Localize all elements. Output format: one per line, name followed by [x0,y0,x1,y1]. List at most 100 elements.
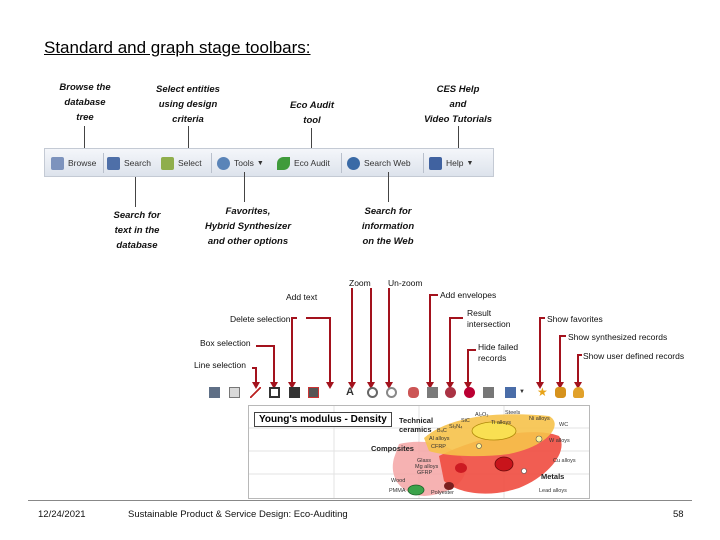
hide-failed-icon[interactable] [483,387,494,398]
arrow-result-intersection [449,317,463,384]
callout-eco-line2: tool [303,115,321,126]
pointer-eco [311,128,312,148]
callout-eco-audit: Eco Audit tool [280,98,344,128]
search-web-label: Search Web [364,158,411,168]
label-al2o3: Al₂O₃ [475,412,489,418]
label-show-favorites: Show favorites [547,314,603,324]
eco-audit-label: Eco Audit [294,158,330,168]
label-glass: Glass [417,458,432,464]
select-icon [161,156,174,170]
callout-browse: Browse the database tree [50,80,120,125]
select-button[interactable]: Select [161,153,202,173]
label-icon[interactable] [427,387,438,398]
arrow-hide-failed [467,349,476,384]
property-chart[interactable]: Young's modulus - Density Technical cera… [248,405,590,499]
callout-web-line2: information [361,221,415,232]
tools-button[interactable]: Tools ▼ [217,153,264,173]
unzoom-icon[interactable] [386,387,397,398]
callout-tools-line2: Hybrid Synthesizer [204,221,292,232]
footer-date: 12/24/2021 [38,509,86,520]
search-label: Search [124,158,151,168]
callout-select-line2: using design [158,99,218,110]
label-hide-line1: Hide failed [478,342,519,352]
callout-select: Select entities using design criteria [148,82,228,127]
search-web-button[interactable]: Search Web [347,153,411,173]
star-icon[interactable]: ★ [537,385,548,399]
eco-audit-button[interactable]: Eco Audit [277,153,330,173]
pointer-icon[interactable] [229,387,240,398]
line-selection-icon[interactable] [250,387,261,398]
callout-browse-line1: Browse the [59,82,111,93]
label-technical-line1: Technical [399,416,434,425]
synthesizer-icon[interactable] [555,387,566,398]
graph-settings-icon[interactable] [209,387,220,398]
label-show-user-defined: Show user defined records [583,351,685,361]
help-button[interactable]: Help ▼ [429,153,473,173]
chart-options-icon[interactable] [505,387,516,398]
callout-select-line1: Select entities [156,84,220,95]
label-unzoom: Un-zoom [388,278,423,288]
label-ti-alloys: Ti alloys [491,420,511,426]
footer-page-number: 58 [673,509,684,520]
arrow-line-selection [252,367,257,384]
label-box-selection: Box selection [200,338,251,348]
chevron-down-icon[interactable]: ▼ [519,389,525,395]
browse-icon [51,156,64,170]
callout-browse-line3: tree [76,112,94,123]
graph-stage-toolbar: A ▼ ★ [205,383,590,403]
label-show-synthesized: Show synthesized records [568,332,668,342]
zoom-icon[interactable] [367,387,378,398]
label-result-intersection: Result intersection [467,308,510,330]
label-wc: WC [559,422,569,428]
delete-selection-alt-icon[interactable] [308,387,319,398]
browse-button[interactable]: Browse [51,153,96,173]
result-intersection-icon[interactable] [464,387,475,398]
add-text-icon[interactable]: A [346,386,354,398]
callout-search-line2: text in the [114,225,160,236]
label-cfrp: CFRP [431,444,446,450]
callout-web-line1: Search for [364,206,412,217]
gear-icon [217,156,230,170]
chart-svg [249,406,589,498]
marker-point [535,435,543,443]
arrow-delete-selection [291,317,297,384]
callout-eco-line1: Eco Audit [290,100,334,111]
footer-divider [28,500,692,501]
marker-point [476,443,482,449]
search-icon [107,156,120,170]
arrow-show-user [577,354,582,384]
footer-title: Sustainable Product & Service Design: Ec… [128,509,348,520]
callout-search-line1: Search for [113,210,161,221]
callout-search-line3: database [116,240,158,251]
arrow-add-envelopes [429,294,438,384]
pointer-select [188,126,189,148]
add-envelopes-icon[interactable] [445,387,456,398]
browse-label: Browse [68,158,97,168]
label-zoom: Zoom [349,278,371,288]
delete-selection-icon[interactable] [289,387,300,398]
ceramics-bubble [471,421,517,441]
callout-tools-line1: Favorites, [225,206,271,217]
user-defined-icon[interactable] [573,387,584,398]
chevron-down-icon: ▼ [256,159,264,167]
arrow-add-text [306,317,331,384]
toolbar-separator [423,153,424,173]
search-button[interactable]: Search [107,153,151,173]
label-result-line2: intersection [467,319,511,329]
label-add-text: Add text [286,292,318,302]
pointer-tools [244,172,245,202]
callout-web: Search for information on the Web [352,204,424,249]
callout-search: Search for text in the database [100,208,174,253]
toolbar-separator [211,153,212,173]
label-metals: Metals [541,472,565,481]
label-w-alloys: W alloys [549,438,570,444]
box-selection-icon[interactable] [269,387,280,398]
pointer-help [458,126,459,148]
label-composites: Composites [371,444,414,453]
callout-tools-line3: and other options [207,236,289,247]
chart-title: Young's modulus - Density [254,412,392,427]
envelope-icon[interactable] [408,387,419,398]
label-wood: Wood [391,478,406,484]
callout-help-line2: and [449,99,467,110]
label-hide-line2: records [478,353,507,363]
